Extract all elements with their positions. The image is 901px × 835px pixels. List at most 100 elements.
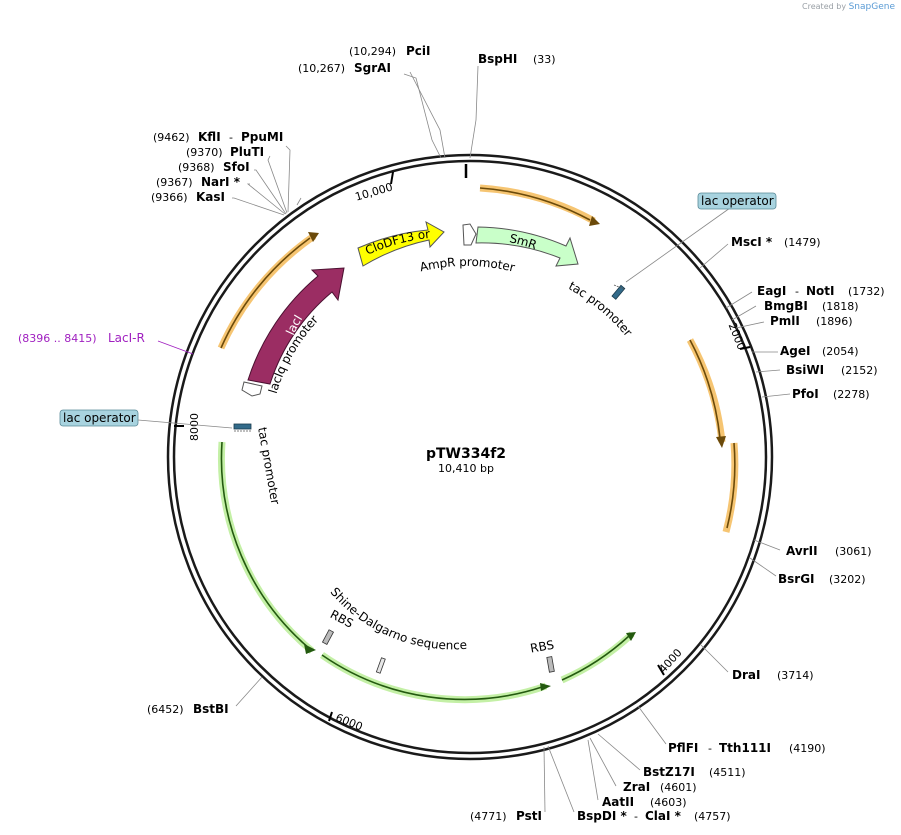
site-bspHI-name: BspHI (478, 52, 517, 66)
site-bstZ17I-name: BstZ17I (643, 765, 695, 779)
orf-arrow (479, 187, 591, 221)
ruler-tick-label: 4000 (656, 646, 684, 676)
rbs-right-mark (546, 656, 555, 673)
site-sgrAI-pos: (10,267) (298, 62, 345, 75)
site-bspDI-pos: (4757) (694, 810, 731, 823)
ampr-promoter-arrow (462, 223, 477, 246)
ruler-tick-label: 10,000 (354, 181, 395, 204)
site-pflFI-dash: - (708, 742, 712, 755)
site-sfoI-name: SfoI (223, 160, 250, 174)
lac-operator-right-label: lac operator (701, 194, 774, 208)
site-kflI-name: KflI (198, 130, 221, 144)
cloDF13-ori-text: CloDF13 ori (0, 0, 431, 258)
orf-arrows-green (217, 441, 636, 704)
ruler-tick-mark (328, 711, 333, 722)
site-notI-name: NotI (806, 284, 835, 298)
lac-operator-left-leader (137, 419, 233, 429)
site-bstBI-pos: (6452) (147, 703, 184, 716)
lac-operator-left-box (59, 409, 139, 427)
site-zraI-name: ZraI (623, 780, 650, 794)
snapgene-watermark: Created by SnapGene (802, 2, 895, 12)
orf-arrow (689, 339, 721, 439)
site-avrII-pos: (3061) (835, 545, 872, 558)
site-pluTI-name: PluTI (230, 145, 264, 159)
lac-operator-right-leader (625, 207, 731, 283)
site-pfoI-name: PfoI (792, 387, 819, 401)
site-sgrAI-name: SgrAI (354, 61, 391, 75)
ruler-tick-mark (657, 664, 665, 676)
site-narI-name: NarI * (201, 175, 241, 189)
lacIq-promoter-arrow (241, 381, 263, 397)
lac-operator-left-label: lac operator (63, 411, 136, 425)
site-eagI-name: EagI (757, 284, 786, 298)
ruler-tick-mark (739, 346, 751, 350)
site-ageI-name: AgeI (780, 344, 810, 358)
orf-arrow (479, 184, 596, 225)
lac-operator-right-box (697, 192, 777, 210)
orf-arrowhead (626, 632, 636, 641)
orf-arrow (561, 635, 630, 681)
site-kflI-pos: (9462) (153, 131, 190, 144)
orf-arrow (726, 442, 736, 529)
site-bstZ17I-pos: (4511) (709, 766, 746, 779)
site-bsiWI-name: BsiWI (786, 363, 824, 377)
ruler-tick-label: 8000 (188, 413, 201, 441)
site-bsrGI-name: BsrGI (778, 572, 815, 586)
orf-arrow (686, 338, 726, 443)
cloDF13-ori-arrow (357, 221, 445, 267)
site-pflFI-pos: (4190) (789, 742, 826, 755)
plasmid-name: pTW334f2 (426, 446, 506, 462)
ruler-tick-label: 2000 (726, 321, 749, 352)
site-kflI-dash: - (229, 131, 233, 144)
site-pmlI-name: PmlI (770, 314, 800, 328)
tac-promoter-right-label: tac promoter (566, 279, 635, 339)
orf-arrowhead (540, 683, 551, 691)
site-bmgBI-name: BmgBI (764, 299, 808, 313)
site-leaders (232, 65, 791, 813)
rbs-right-label: RBS (529, 638, 555, 656)
shine-dalgarno-mark (375, 657, 386, 674)
site-mscI-pos: (1479) (784, 236, 821, 249)
site-eagI-dash: - (795, 285, 799, 298)
orf-arrowhead (716, 436, 726, 448)
orf-arrowhead (308, 232, 319, 242)
orf-arrow (321, 654, 543, 701)
lac-operator-right-mark (611, 284, 626, 300)
site-pfoI-pos: (2278) (833, 388, 870, 401)
site-bspDI-name: BspDI * (577, 809, 627, 823)
site-claI-name: ClaI * (645, 809, 682, 823)
tac-promoter-right-text: tac promoter (566, 279, 635, 339)
orf-arrow (220, 237, 311, 349)
lacI-R-primer-range: (8396 .. 8415) (18, 332, 97, 345)
site-pluTI-pos: (9370) (186, 146, 223, 159)
orf-arrows-orange (217, 184, 739, 533)
ampr-promoter-label: AmpR promoter (418, 255, 516, 275)
ruler-tick-label: 6000 (334, 711, 365, 734)
site-sfoI-pos: (9368) (178, 161, 215, 174)
site-pstI-name: PstI (516, 809, 542, 823)
orf-arrow (560, 631, 635, 684)
site-bsiWI-pos: (2152) (841, 364, 878, 377)
backbone (166, 153, 774, 761)
site-avrII-name: AvrII (786, 544, 818, 558)
lacI-arrow (247, 267, 345, 385)
site-bmgBI-pos: (1818) (822, 300, 859, 313)
site-aatII-name: AatII (602, 795, 634, 809)
site-eagI-pos: (1732) (848, 285, 885, 298)
site-pstI-pos: (4771) (470, 810, 507, 823)
ruler-tick-mark (390, 171, 394, 185)
site-pmlI-pos: (1896) (816, 315, 853, 328)
site-pflFI-name: PflFI (668, 741, 698, 755)
lac-operator-left-mark (233, 423, 252, 432)
site-ppuMI-name: PpuMI (241, 130, 283, 144)
site-mscI-name: MscI * (731, 235, 773, 249)
site-bsrGI-pos: (3202) (829, 573, 866, 586)
orf-arrow (220, 441, 311, 650)
site-draI-pos: (3714) (777, 669, 814, 682)
site-pciI-name: PciI (406, 44, 431, 58)
lacI-R-primer-leader (157, 340, 194, 355)
orf-arrowhead (304, 644, 316, 654)
lacI-R-primer-name: LacI-R (108, 331, 145, 345)
site-tth111I-name: Tth111I (719, 741, 771, 755)
